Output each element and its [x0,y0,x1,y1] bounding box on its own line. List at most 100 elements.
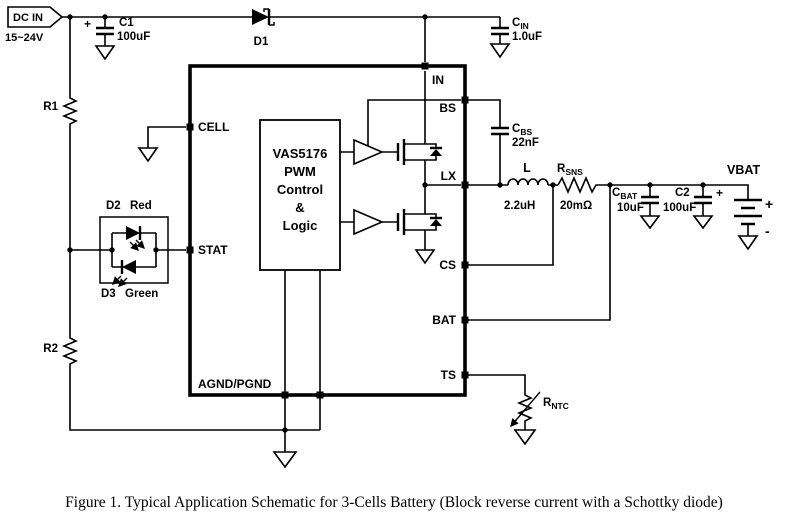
output-wires [468,99,749,430]
agnd-stem-wire [284,395,321,452]
low-side-mosfet [396,209,442,235]
d2-emission-arrow [135,239,145,249]
pin-label-bs: BS [439,101,456,115]
c2-value: 100uF [663,202,696,214]
cbs-capacitor [491,126,509,136]
battery-long-plates [734,198,762,218]
pin-pad-ts [461,371,469,379]
output-net: CBS 22nF L 2.2uH RSNS 20mΩ CBAT 10uF C2 … [468,99,773,446]
pin-pad-cell [186,123,194,131]
d2-triangle [126,226,140,240]
d3-triangle [122,260,136,274]
ground-symbol-rntc [513,429,537,446]
inductor-label: L [523,161,531,175]
pin-pad-lx [461,181,469,189]
cin-value: 1.0uF [512,31,542,43]
junction-dot [647,182,653,188]
hs-body-diode [430,149,442,156]
ic-name-line4: & [295,200,304,215]
d2-color-label: Red [130,200,152,212]
ic-outline [188,64,467,397]
cin-label: CIN [512,17,529,31]
r2-resistor [61,335,79,370]
junction-dot [700,182,706,188]
pin-label-bat: BAT [432,313,456,327]
c1-polarity: + [84,17,91,31]
junction-dot [422,14,428,20]
vbat-label: VBAT [727,163,760,177]
led-box [99,216,169,284]
pin-label-stat: STAT [198,243,228,257]
inductor-value: 2.2uH [504,200,535,212]
ground-symbol-battery [737,235,759,251]
pin-label-lx: LX [441,169,456,183]
ic-name-line5: Logic [283,218,318,233]
cell-net [137,126,186,163]
led-d3 [112,260,136,287]
cell-wire [147,126,186,148]
cin-capacitor [491,26,509,36]
ground-symbol-c1 [94,45,116,61]
ic-name-line1: VAS5176 [273,146,328,161]
cbat-capacitor [641,195,659,205]
ic-internal-wires [284,71,461,395]
c2-capacitor [694,195,712,205]
d1-diode [252,8,275,26]
junction-dot [497,182,503,188]
junction-dot [282,427,288,433]
d1-anode-triangle [252,9,269,25]
battery-minus: - [765,223,770,239]
led-d2 [126,226,145,251]
junction-dot [67,247,73,253]
input-rail-wire [62,16,501,62]
pin-label-in: IN [432,73,444,87]
rntc-thermistor [516,393,534,423]
c1-value: 100uF [117,31,150,43]
d1-schottky-hooks [263,8,275,26]
pin-label-agnd: AGND/PGND [198,377,272,391]
pin-label-cell: CELL [198,120,229,134]
battery-plus: + [765,196,773,212]
d1-label: D1 [254,36,269,48]
junction-dot [153,247,159,253]
dc-in-range-label: 15~24V [5,32,44,44]
pin-pad-stat [186,246,194,254]
left-net: R1 R2 D2 Red D3 Green [43,17,321,469]
rsns-label: RSNS [557,163,583,177]
cbs-label: CBS [512,123,532,137]
cbat-value: 10uF [617,202,644,214]
ground-symbol-cbat [639,215,661,230]
rntc-arrow [510,391,541,428]
cbat-label: CBAT [612,187,638,201]
junction-dot [422,182,428,188]
cbs-value: 22nF [512,137,539,149]
rntc-label: RNTC [543,397,569,411]
rsns-value: 20mΩ [560,200,592,212]
d3-label: D3 [101,288,116,300]
d2-label: D2 [106,200,121,212]
input-net: DC IN 15~24V + C1 100uF D1 CIN 1.0uF [5,6,542,62]
ground-symbol-internal [414,249,436,265]
pwm-logic-block [259,119,341,271]
ic-block: IN CELL STAT AGND/PGND BS LX CS BAT TS V… [186,62,469,399]
junction-dot [109,247,115,253]
pin-label-cs: CS [439,258,456,272]
c2-polarity: + [716,186,723,200]
pin-pad-bs [461,96,469,104]
dc-in-connector [7,6,64,28]
pin-pad-cs [461,261,469,269]
pin-pad-in [421,62,429,70]
junction-dot [550,182,556,188]
dc-in-label: DC IN [13,12,43,24]
pin-pad-bat [461,316,469,324]
c1-capacitor [96,26,114,36]
r1-label: R1 [43,101,58,113]
ic-name-line2: PWM [284,164,316,179]
d2-emission-arrow [129,241,139,251]
d3-emission-arrow [118,277,128,287]
battery-short-plates [741,206,755,226]
inductor-l [507,178,549,186]
ls-body-diode [430,219,442,226]
